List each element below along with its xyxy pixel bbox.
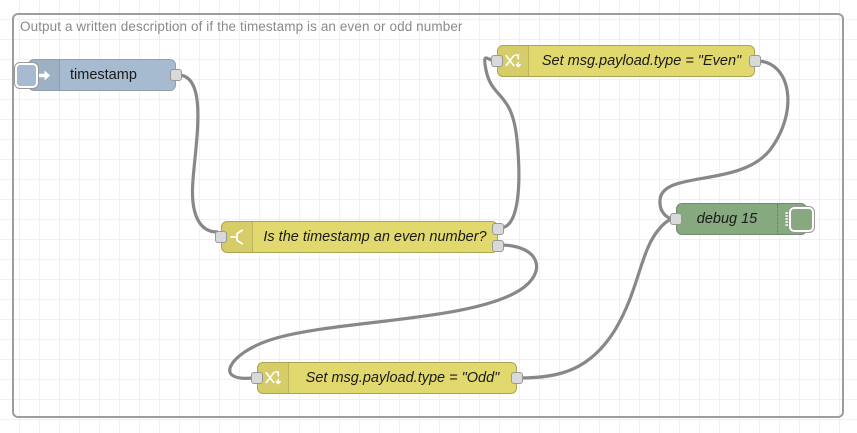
inject-trigger-button[interactable] [14, 62, 39, 89]
switch-branch-icon [222, 222, 253, 252]
input-port[interactable] [670, 213, 682, 225]
flow-group-label: Output a written description of if the t… [20, 19, 463, 34]
output-port[interactable] [511, 372, 523, 384]
node-label-switch: Is the timestamp an even number? [263, 229, 487, 245]
change-swap-icon [498, 46, 529, 76]
output-port-1[interactable] [492, 240, 504, 252]
change-swap-icon [258, 363, 289, 393]
input-port[interactable] [215, 231, 227, 243]
node-inject-timestamp[interactable]: timestamp [14, 59, 182, 91]
input-port[interactable] [491, 55, 503, 67]
node-label-debug: debug 15 [696, 211, 758, 227]
debug-enable-button[interactable] [788, 206, 815, 233]
input-port[interactable] [251, 372, 263, 384]
node-change-odd[interactable]: Set msg.payload.type = "Odd" [251, 362, 523, 394]
output-port[interactable] [749, 55, 761, 67]
flow-group-box[interactable] [12, 13, 844, 418]
output-port[interactable] [170, 69, 182, 81]
node-change-even[interactable]: Set msg.payload.type = "Even" [491, 45, 761, 77]
node-debug-15[interactable]: debug 15 [670, 203, 815, 235]
node-label-change-even: Set msg.payload.type = "Even" [541, 53, 742, 69]
output-port-0[interactable] [492, 223, 504, 235]
node-switch-even-check[interactable]: Is the timestamp an even number? [215, 221, 504, 253]
node-label-inject: timestamp [70, 67, 137, 83]
node-label-change-odd: Set msg.payload.type = "Odd" [305, 370, 500, 386]
